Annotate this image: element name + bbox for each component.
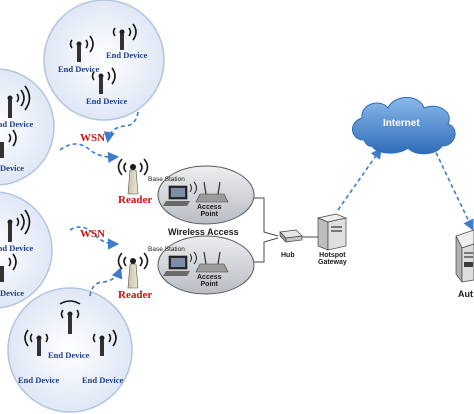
end-device-icon: [7, 85, 31, 118]
wired-links: [252, 197, 318, 263]
wsn-label: WSN: [80, 228, 106, 240]
end-device-label: End Device: [106, 50, 148, 60]
arrow-bottom-cluster-to-reader: [89, 267, 123, 297]
end-device-icon: [0, 129, 17, 158]
end-device-icon: [0, 253, 17, 282]
arrow-top-cluster-to-reader: [103, 111, 139, 144]
end-device-label: End Device: [86, 96, 128, 106]
end-device-icon: [92, 329, 117, 356]
end-device-label: Device: [0, 288, 25, 298]
link-pod1-to-hub: [252, 197, 279, 237]
end-device-label: Device: [0, 163, 25, 173]
internet-label: Internet: [383, 118, 420, 129]
end-device-icon: [112, 23, 137, 50]
arrow-internet-to-server: [429, 139, 474, 231]
base-station-label: Base Station: [148, 176, 185, 183]
end-device-label: End Device: [18, 375, 60, 385]
end-device-label: End Device: [82, 375, 124, 385]
end-device-icon: [7, 209, 31, 242]
reader-label: Reader: [118, 289, 153, 301]
wsn-label: WSN: [80, 132, 106, 144]
arrow-upper-cluster-to-reader: [59, 143, 120, 164]
reader-antenna-icon: [117, 252, 149, 289]
end-device-icons: [0, 23, 137, 356]
access-point-label: Access Point: [197, 204, 222, 219]
end-device-icon: [59, 300, 81, 334]
arrow-gateway-to-internet: [337, 147, 382, 211]
wsn-cluster-lower-left: [0, 191, 53, 309]
end-device-label: End Device: [0, 243, 34, 253]
gateway-server-icon: [316, 213, 348, 251]
link-pod2-to-hub: [252, 237, 279, 263]
wireless-access-label: Wireless Access: [168, 227, 239, 237]
hub-label: Hub: [281, 252, 295, 259]
laptop-icon: [163, 185, 190, 206]
wsn-cluster-upper-left: [0, 68, 55, 186]
wsn-cluster-top: [43, 0, 165, 121]
base-station-label: Base Station: [148, 246, 185, 253]
internet-cloud-icon: [352, 97, 456, 155]
gateway-label: Hotspot Gateway: [318, 252, 347, 267]
server-label: Aut: [458, 289, 473, 299]
end-device-label: End Device: [0, 119, 34, 129]
end-device-icon: [91, 67, 116, 94]
reader-antenna-icon: [117, 158, 149, 195]
access-point-icon: [195, 251, 229, 273]
hub-icon: [279, 229, 303, 243]
access-point-label: Access Point: [197, 274, 222, 289]
wsn-cluster-bottom: [7, 287, 133, 413]
access-point-icon: [195, 181, 229, 203]
auth-server-icon: [455, 229, 474, 284]
arrow-lower-cluster-to-reader: [69, 226, 120, 250]
end-device-icon: [24, 329, 49, 356]
end-device-label: End Device: [48, 350, 90, 360]
end-device-label: End Device: [58, 64, 100, 74]
reader-label: Reader: [118, 194, 153, 206]
laptop-icon: [163, 255, 190, 276]
wsn-flow-arrows: [59, 111, 474, 297]
end-device-icon: [69, 35, 94, 62]
signal-icon: [189, 181, 197, 265]
